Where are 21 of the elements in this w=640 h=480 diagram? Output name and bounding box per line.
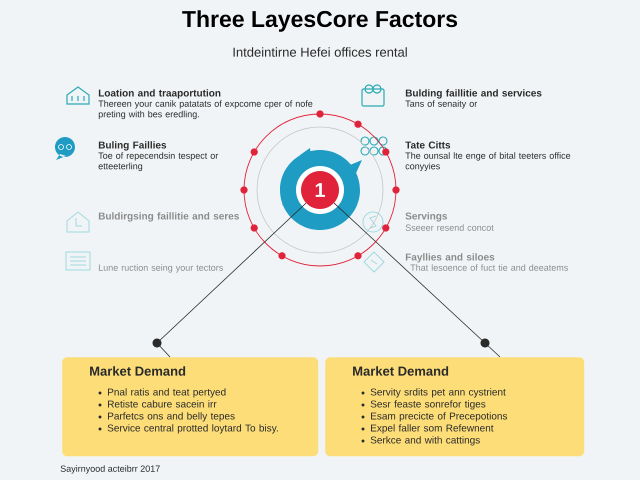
title: Three LayesCore Factors	[182, 10, 458, 32]
item-title: Bulding faillitie and services	[406, 89, 542, 99]
item-text: That lesoence of fuct tie and deeatems	[410, 264, 568, 271]
info-card: Market Demand Servity srdits pet ann cystrient Sesr feaste sonrefor tiges Esam precicte of Precepotions Expel faller som Refewnent Serkce and with cattings	[325, 357, 584, 456]
item-title: Buldirgsing faillitie and seres	[98, 212, 239, 222]
subtitle: Intdeintirne Hefei offices rental	[234, 47, 407, 57]
item-text: The ounsal lte enge of bital teeters office conyyies	[405, 152, 570, 172]
footnote: Sayirnyood acteibrr 2017	[60, 465, 160, 474]
item-title: Loation and traaportution	[98, 89, 220, 99]
info-card: Market Demand Pnal ratis and teat pertyed Retiste cabure sacein irr Parfetcs ons and belly tepes Service central protted loytard To bisy.	[62, 357, 318, 456]
item-title: Servings	[405, 212, 448, 222]
item-text: Tans of senaity or	[405, 100, 478, 109]
item-text: Lune ruction seing your tectors	[98, 264, 223, 273]
connector-line	[334, 202, 500, 358]
item-title: Buling Faillies	[98, 141, 166, 151]
item-title: Fayllies and siloes	[406, 253, 494, 263]
number-badge: 1	[301, 171, 339, 209]
item-text: Toe of repecendsin tespect or etteeterling	[98, 152, 218, 172]
item-text: Sseeer resend concot	[406, 224, 494, 231]
item-text: Thereen your canik patatats of expcome cper of nofe preting with bes eredling.	[98, 100, 312, 120]
item-title: Tate Citts	[405, 141, 450, 149]
